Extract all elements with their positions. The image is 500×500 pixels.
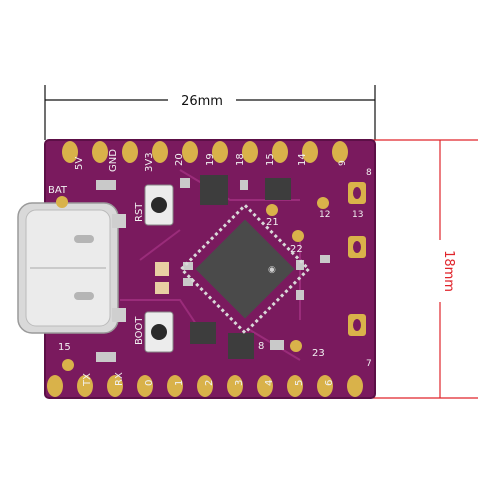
smd-cap <box>155 282 169 294</box>
smd-chip <box>190 322 216 344</box>
pin-label-4: 4 <box>264 380 275 386</box>
height-label: 18mm <box>441 250 456 292</box>
smd-resistor <box>183 278 193 286</box>
pin-label-3: 3 <box>234 380 245 386</box>
smd-cap <box>155 262 169 276</box>
bottom-pad <box>257 375 273 397</box>
pin-label-15: 15 <box>265 153 276 166</box>
smd-resistor <box>96 180 116 190</box>
top-pad <box>62 141 78 163</box>
right-pad-inner <box>353 319 361 331</box>
bottom-pad <box>317 375 333 397</box>
bottom-pad <box>47 375 63 397</box>
usb-slot-top <box>74 235 94 243</box>
smd-components <box>96 175 330 362</box>
pin-label-1: 1 <box>174 380 185 386</box>
label-8-inner: 8 <box>258 341 264 352</box>
smd-resistor <box>240 180 248 190</box>
pin-label-13: 13 <box>352 210 363 220</box>
pad-22 <box>292 230 304 242</box>
bottom-pad <box>287 375 303 397</box>
usb-slot-bottom <box>74 292 94 300</box>
top-pad <box>182 141 198 163</box>
bat-pad <box>56 196 68 208</box>
pin-label-5: 5 <box>294 380 305 386</box>
pin-label-9: 9 <box>338 160 348 166</box>
top-pad <box>302 141 318 163</box>
pin-label-2: 2 <box>204 380 215 386</box>
smd-chip <box>200 175 228 205</box>
right-pad-inner <box>353 187 361 199</box>
right-pad <box>332 141 348 163</box>
smd-resistor <box>183 262 193 270</box>
bottom-pad <box>227 375 243 397</box>
smd-chip <box>265 178 291 200</box>
pin-label-18: 18 <box>235 153 246 166</box>
pad-21 <box>266 204 278 216</box>
pin-label-7: 7 <box>366 359 372 369</box>
usb-tab-top <box>112 214 126 228</box>
bottom-pad <box>167 375 183 397</box>
bat-label: BAT <box>48 185 68 196</box>
pin-label-14: 14 <box>297 153 308 166</box>
mcu-mark: ◉ <box>268 265 276 275</box>
pin-label-20: 20 <box>174 153 185 166</box>
pin-label-12: 12 <box>319 210 330 220</box>
smd-resistor <box>270 340 284 350</box>
reset-button-knob <box>151 197 167 213</box>
right-pad-inner <box>353 241 361 253</box>
usb-tab-bottom <box>112 308 126 322</box>
pin-label-6: 6 <box>324 380 335 386</box>
label-23: 23 <box>312 348 325 359</box>
boot-label: BOOT <box>134 316 145 345</box>
top-pad <box>122 141 138 163</box>
smd-resistor <box>320 255 330 263</box>
top-pad <box>152 141 168 163</box>
bottom-pad <box>77 375 93 397</box>
pin-label-19: 19 <box>205 153 216 166</box>
top-pad <box>272 141 288 163</box>
pad-23 <box>290 340 302 352</box>
bottom-pad <box>137 375 153 397</box>
smd-chip <box>228 333 254 359</box>
width-label: 26mm <box>181 94 223 109</box>
pin-label-0: 0 <box>144 380 155 386</box>
pin-label-gnd: GND <box>108 149 119 172</box>
bottom-pin-row: TX RX 0 1 2 3 4 5 6 <box>47 372 363 397</box>
top-pin-row: 5V GND 3V3 20 19 18 15 14 <box>62 141 318 172</box>
right-pin-column: 9 8 13 12 7 <box>319 141 372 369</box>
bottom-pad <box>107 375 123 397</box>
pin-label-3v3: 3V3 <box>144 152 155 172</box>
usb-c-connector <box>17 202 126 334</box>
smd-resistor <box>96 352 116 362</box>
top-pad <box>212 141 228 163</box>
pin-label-tx: TX <box>82 373 93 387</box>
width-dimension: 26mm <box>44 85 376 140</box>
bottom-pad <box>197 375 213 397</box>
reset-button[interactable] <box>144 184 174 226</box>
boot-button-knob <box>151 324 167 340</box>
boot-button[interactable] <box>144 311 174 353</box>
pin-label-8: 8 <box>366 168 372 178</box>
top-pad <box>92 141 108 163</box>
bottom-pad <box>347 375 363 397</box>
left-pad-15 <box>62 359 74 371</box>
label-22: 22 <box>290 244 303 255</box>
pin-label-5v: 5V <box>74 157 85 170</box>
rst-label: RST <box>134 202 145 222</box>
label-15-left: 15 <box>58 342 71 353</box>
top-pad <box>242 141 258 163</box>
smd-resistor <box>296 290 304 300</box>
smd-resistor <box>180 178 190 188</box>
smd-resistor <box>296 260 304 270</box>
label-21: 21 <box>266 217 279 228</box>
pin-label-rx: RX <box>114 372 125 386</box>
pad-12 <box>317 197 329 209</box>
